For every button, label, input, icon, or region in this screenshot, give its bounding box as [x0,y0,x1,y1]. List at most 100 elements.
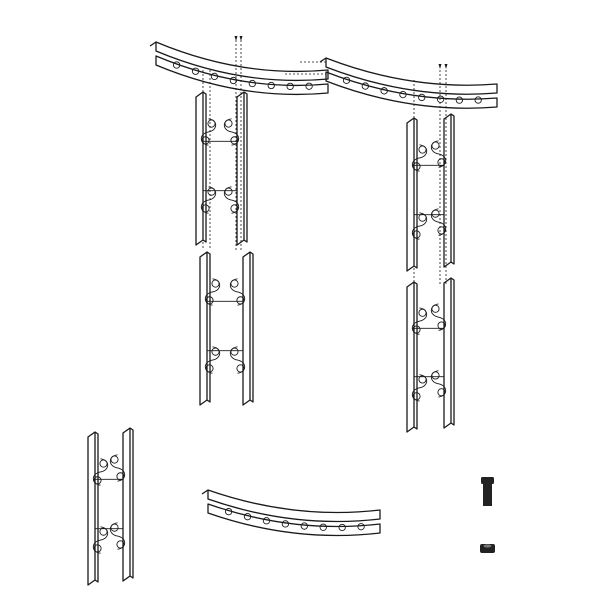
scroll-curl [418,375,427,384]
top-arch-left-section [149,41,329,96]
arch-scroll [262,517,271,525]
alignment-guides [202,36,448,285]
arch-scroll [342,76,351,84]
arch-scroll [191,67,200,75]
scroll-curl [205,296,214,305]
screw-marker [234,36,238,41]
rail-flange [413,281,418,430]
scroll-curl [437,226,446,235]
top-arch-right-section [319,57,498,109]
rail-flange [243,91,248,243]
scroll-curl [93,544,102,553]
scroll-curl [99,527,108,536]
rail-flange [94,431,99,583]
scroll-curl [230,136,239,145]
arch-scroll [436,95,445,103]
scroll-curl [211,279,220,288]
scroll-curl [412,230,421,239]
arch-band [155,55,329,96]
rail-flange [450,113,455,265]
rail-flange [206,251,211,403]
arch-scroll [248,79,256,88]
arch-end [319,57,327,63]
arch-scroll [172,61,181,69]
scroll-curl [201,204,210,213]
scroll-curl [437,388,446,397]
scroll-curl [224,187,233,196]
arch-scroll [305,82,313,90]
panel-rail [443,113,452,268]
scroll-curl [431,141,440,150]
scroll-curl [211,347,220,356]
panel-rail [443,277,452,429]
arch-band [325,71,498,109]
arch-scroll [357,523,365,531]
scroll-curl [236,364,245,373]
spare-arch-section [201,489,381,537]
arch-scroll [267,81,275,90]
scroll-curl [418,213,427,222]
scroll-curl [201,136,210,145]
arch-scroll [229,76,238,85]
rail-flange [249,251,254,403]
scroll-curl [431,209,440,218]
nut-icon [480,544,495,553]
arch-scroll [281,520,290,528]
screw-marker [239,36,243,41]
scroll-curl [230,279,239,288]
right-lower-side-panel [406,277,455,433]
screw-marker [438,64,442,69]
bolt-icon [481,477,494,506]
panel-rail [199,251,208,406]
scroll-curl [116,472,125,481]
scroll-curl [99,459,108,468]
scroll-curl [412,392,421,401]
rail-flange [129,427,134,579]
scroll-curl [431,371,440,380]
screw-marker [444,64,448,69]
scroll-curl [418,308,427,317]
scroll-curl [418,145,427,154]
scroll-curl [93,476,102,485]
spare-side-panel [87,427,134,586]
left-upper-side-panel [195,91,248,246]
arch-band [207,489,381,523]
scroll-curl [437,321,446,330]
rail-flange [202,91,207,243]
panel-rail [122,427,131,582]
scroll-curl [207,119,216,128]
panel-rail [236,91,245,246]
scroll-curl [236,296,245,305]
arch-scroll [338,523,346,532]
panel-rail [242,251,251,406]
scroll-curl [110,523,119,532]
arch-scroll [319,523,327,531]
scroll-curl [224,119,233,128]
scroll-curl [230,204,239,213]
scroll-curl [412,162,421,171]
scroll-curl [412,325,421,334]
scroll-curl [431,304,440,313]
rail-flange [413,117,418,269]
right-upper-side-panel [406,113,455,272]
panel-rail [87,431,96,586]
arch-scroll [361,82,369,90]
scroll-curl [205,364,214,373]
arch-scroll [286,82,294,91]
rail-flange [450,277,455,426]
scroll-curl [437,158,446,167]
panel-rail [195,91,204,246]
arch-band [207,503,381,537]
panel-rail [406,281,415,433]
arch-scroll [210,72,219,81]
panel-rail [406,117,415,272]
arch-scroll [399,90,407,99]
arch-scroll [224,507,233,516]
arch-band [325,57,498,95]
arch-scroll [300,522,308,530]
arch-scroll [243,513,252,521]
scroll-curl [207,187,216,196]
arch-scroll [455,96,464,104]
